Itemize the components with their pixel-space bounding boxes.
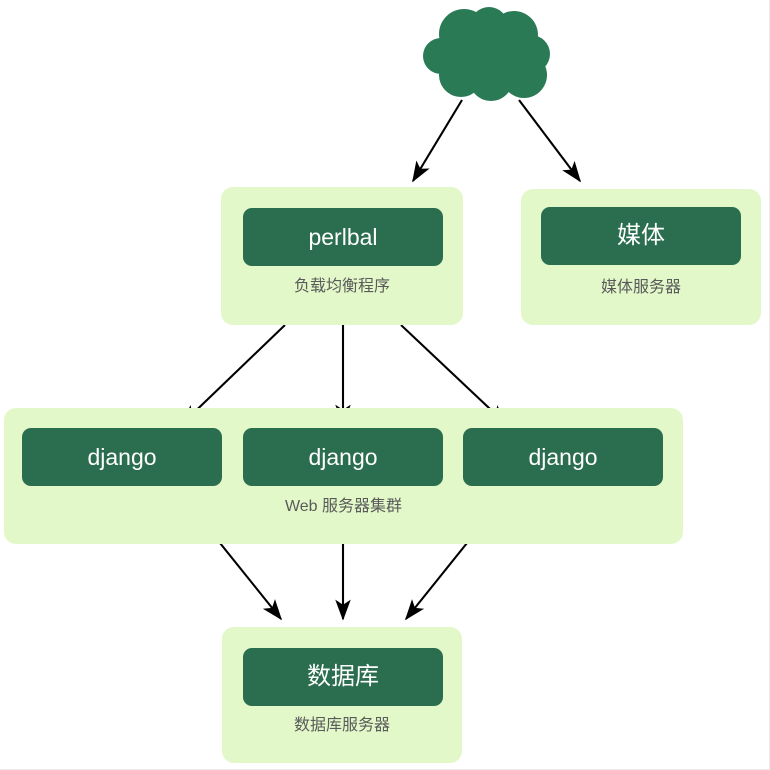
node-django-3[interactable]: django <box>463 428 663 486</box>
node-label-django-2: django <box>308 443 378 470</box>
node-django-2[interactable]: django <box>243 428 443 486</box>
cluster-label-web-servers: Web 服务器集群 <box>284 498 403 515</box>
node-label-database: 数据库 <box>307 663 379 690</box>
node-label-django-1: django <box>87 443 157 470</box>
node-media[interactable]: 媒体 <box>541 207 741 265</box>
cluster-label-media-server: 媒体服务器 <box>600 279 681 296</box>
node-django-1[interactable]: django <box>22 428 222 486</box>
edge-cloud-to-perlbal <box>412 99 463 183</box>
node-label-media: 媒体 <box>617 222 665 249</box>
cloud-icon <box>423 7 551 102</box>
cluster-label-database-server: 数据库服务器 <box>293 717 390 734</box>
node-database[interactable]: 数据库 <box>243 648 443 706</box>
node-perlbal[interactable]: perlbal <box>243 208 443 266</box>
node-label-perlbal: perlbal <box>308 223 378 250</box>
edge-cloud-to-media <box>518 99 582 183</box>
node-label-django-3: django <box>528 443 598 470</box>
cluster-label-load-balancer: 负载均衡程序 <box>293 278 390 295</box>
